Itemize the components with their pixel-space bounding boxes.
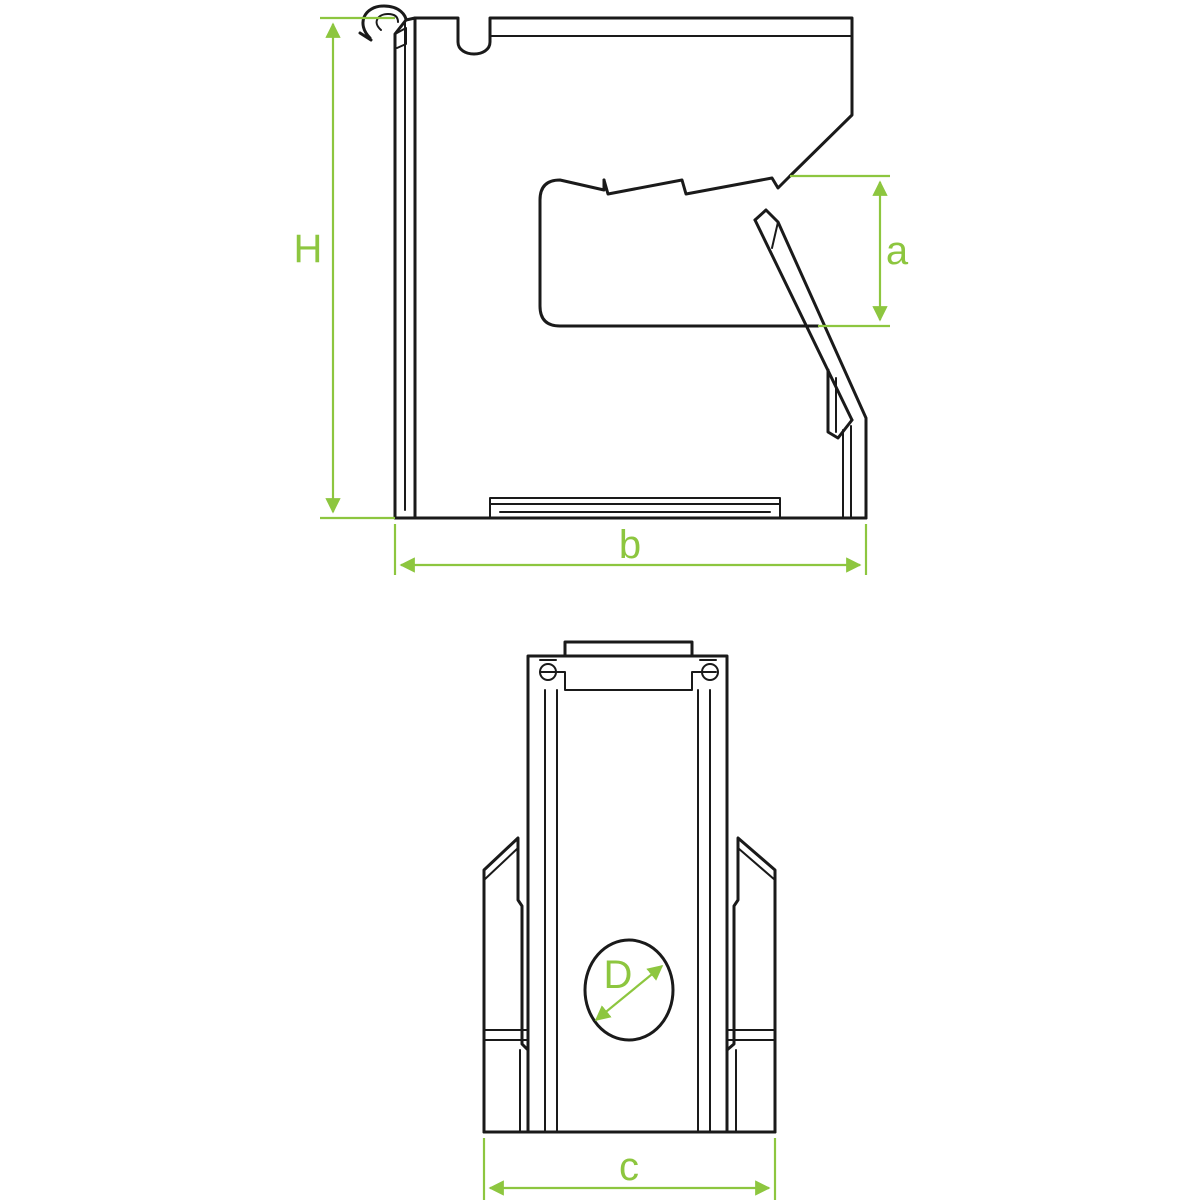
front-view-channel: [526, 688, 729, 1134]
dim-diameter-line: [594, 965, 664, 1021]
dim-front-width-label: c: [619, 1145, 639, 1189]
side-view-slot: [538, 178, 820, 328]
dimensions: H b a D c: [294, 16, 909, 1200]
front-view: [482, 640, 777, 1134]
side-view-hook-inner: [375, 13, 399, 31]
front-view-right-flap: [725, 836, 777, 1134]
dim-width-label: b: [619, 523, 641, 567]
dim-opening-label: a: [886, 229, 909, 273]
side-view-top-flange: [413, 16, 854, 178]
dim-diameter-label: D: [604, 953, 633, 997]
front-view-left-flap: [482, 836, 530, 1134]
side-view-hook: [361, 4, 408, 40]
side-view-serration: [602, 174, 792, 196]
side-view-back-wall: [393, 16, 417, 520]
side-view-tab: [826, 368, 854, 440]
dim-height-label: H: [294, 227, 323, 271]
front-view-hole: [583, 938, 675, 1042]
front-view-top-cap: [563, 640, 694, 658]
side-view: [358, 4, 868, 520]
side-view-base-pad: [489, 497, 781, 519]
